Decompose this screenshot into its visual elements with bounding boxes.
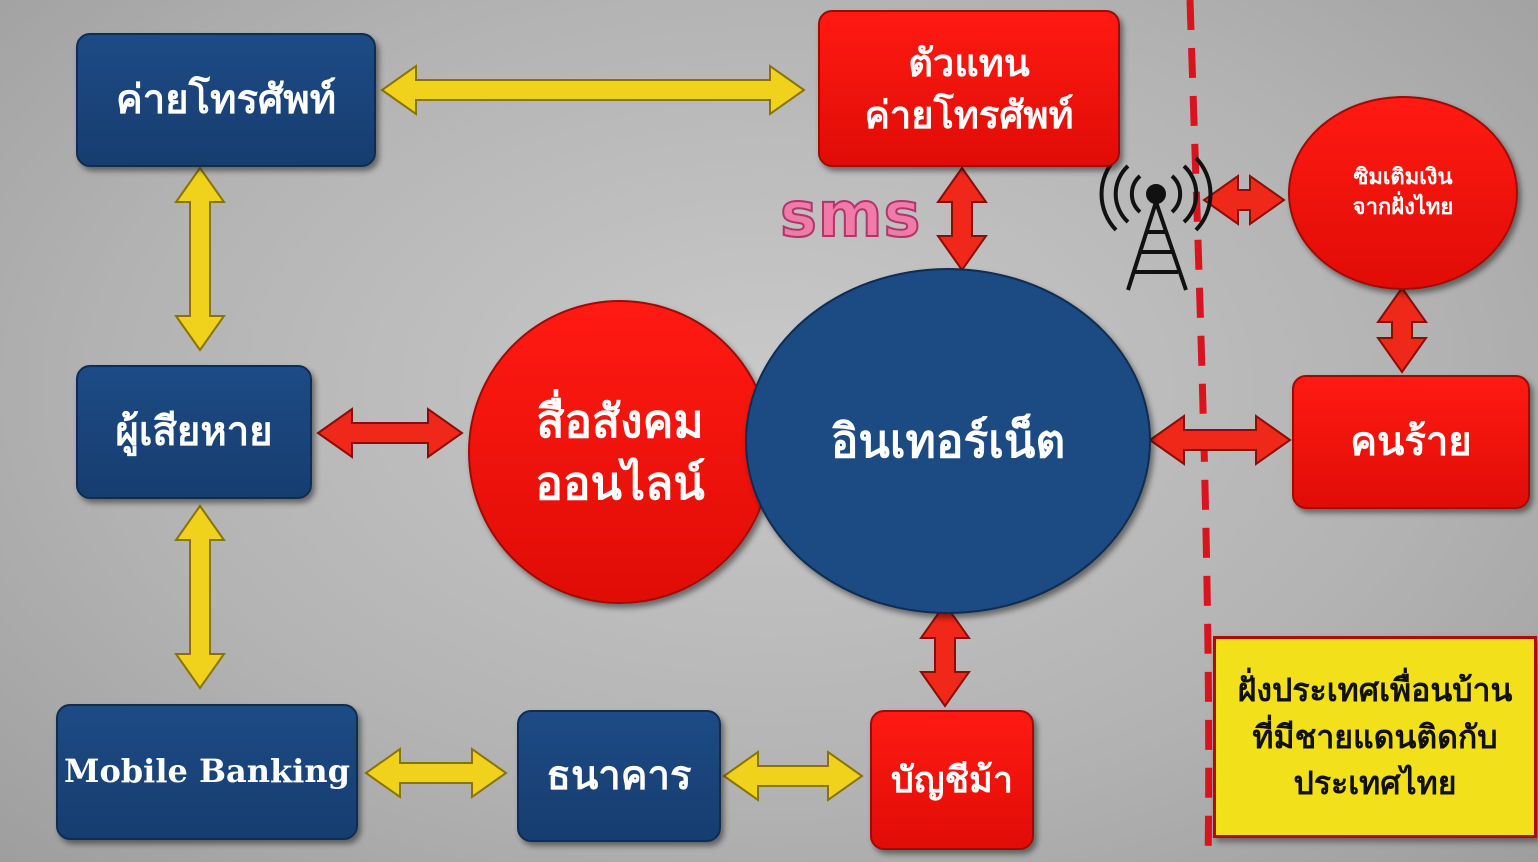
neighbor-country-note: ฝั่งประเทศเพื่อนบ้าน ที่มีชายแดนติดกับ ป…	[1213, 636, 1537, 838]
sim-topup-label: ซิมเติมเงิน จากฝั่งไทย	[1352, 164, 1454, 220]
social-media-node: สื่อสังคม ออนไลน์	[468, 300, 772, 604]
social-media-label: สื่อสังคม ออนไลน์	[535, 393, 705, 510]
mule-account-node: บัญชีม้า	[870, 710, 1034, 850]
mule-account-label: บัญชีม้า	[891, 758, 1013, 801]
antenna-tower-icon	[1099, 156, 1213, 291]
border-divider-line	[1186, 0, 1213, 862]
arrow-mobilebanking-bank	[364, 747, 508, 799]
telco-label: ค่ายโทรศัพท์	[115, 76, 337, 123]
victim-label: ผู้เสียหาย	[115, 408, 273, 455]
arrow-telco-agent	[380, 64, 806, 116]
arrow-victim-mobilebanking	[174, 504, 226, 690]
arrow-sim-criminal	[1376, 286, 1428, 374]
arrow-tower-sim	[1202, 174, 1286, 226]
sim-topup-node: ซิมเติมเงิน จากฝั่งไทย	[1288, 96, 1518, 290]
neighbor-country-label: ฝั่งประเทศเพื่อนบ้าน ที่มีชายแดนติดกับ ป…	[1237, 671, 1513, 803]
arrow-internet-mule	[919, 602, 971, 708]
victim-node: ผู้เสียหาย	[76, 365, 312, 499]
criminal-node: คนร้าย	[1292, 375, 1530, 509]
telco-agent-label: ตัวแทน ค่ายโทรศัพท์	[864, 40, 1074, 137]
mobile-banking-label: Mobile Banking	[64, 752, 350, 791]
internet-label: อินเทอร์เน็ต	[830, 413, 1066, 468]
mobile-banking-node: Mobile Banking	[56, 704, 358, 840]
bank-label: ธนาคาร	[546, 752, 692, 799]
criminal-label: คนร้าย	[1350, 418, 1472, 465]
bank-node: ธนาคาร	[517, 710, 721, 842]
telco-agent-node: ตัวแทน ค่ายโทรศัพท์	[818, 10, 1120, 167]
sms-label: sms	[779, 177, 922, 252]
arrow-agent-internet	[936, 166, 988, 272]
arrow-bank-mule	[722, 750, 864, 802]
telco-node: ค่ายโทรศัพท์	[76, 33, 376, 167]
arrow-telco-victim	[174, 166, 226, 352]
arrow-internet-criminal	[1148, 414, 1292, 466]
internet-node: อินเทอร์เน็ต	[745, 268, 1151, 614]
arrow-victim-social	[316, 407, 464, 459]
